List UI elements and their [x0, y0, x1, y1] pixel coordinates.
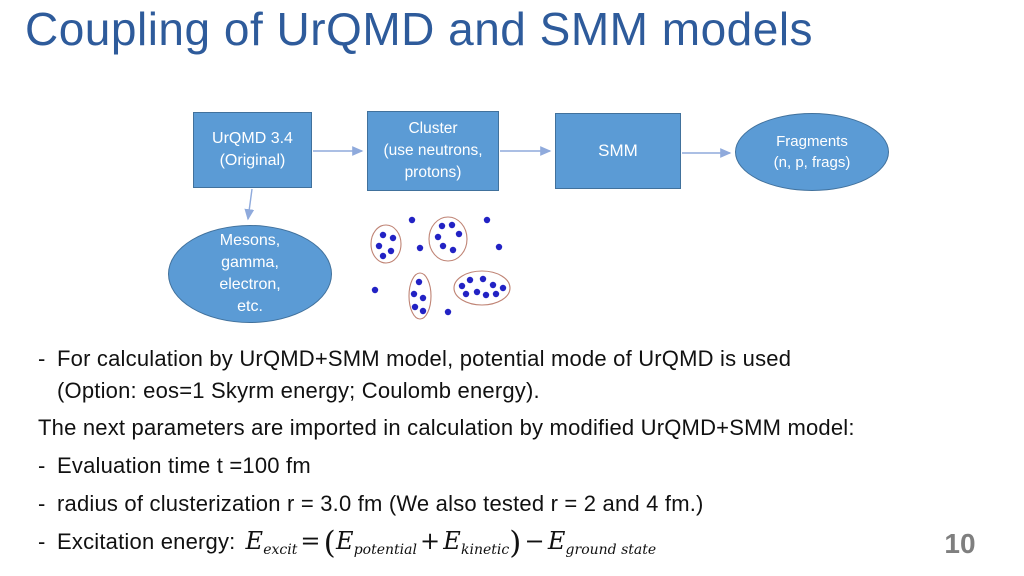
formula-sub-kinetic: kinetic: [460, 542, 510, 558]
page-number: 10: [944, 528, 976, 559]
flow-box-urqmd-label: UrQMD 3.4 (Original): [212, 130, 293, 169]
flow-ellipse-fragments-label: Fragments (n, p, frags): [773, 133, 851, 171]
flow-box-cluster-label: Cluster (use neutrons, protons): [383, 120, 483, 181]
formula-E-potential: E: [335, 527, 354, 555]
formula-sub-potential: potential: [353, 542, 417, 558]
arrow-urqmd-to-mesons: [244, 188, 255, 221]
flow-box-smm-label: SMM: [598, 141, 638, 160]
formula-open-paren: (: [323, 525, 336, 561]
bullet-evaluation-time-text: Evaluation time t =100 fm: [57, 453, 311, 478]
bullet-evaluation-time: -Evaluation time t =100 fm: [38, 452, 311, 480]
formula-sub-excit: excit: [263, 542, 298, 558]
formula-minus: −: [524, 527, 545, 555]
formula-close-paren: ): [509, 525, 522, 561]
flow-ellipse-mesons: Mesons, gamma, electron, etc.: [168, 225, 332, 323]
bullet-option-text: (Option: eos=1 Skyrm energy; Coulomb ene…: [57, 378, 540, 403]
bullet-dash: -: [38, 346, 46, 371]
bullet-calculation-mode: -For calculation by UrQMD+SMM model, pot…: [38, 345, 791, 373]
slide-title: Coupling of UrQMD and SMM models: [25, 3, 814, 55]
flow-ellipse-fragments: Fragments (n, p, frags): [735, 113, 889, 191]
excitation-energy-formula: Eexcit=(Epotential+Ekinetic)−Eground sta…: [245, 527, 657, 559]
formula-equals: =: [300, 527, 321, 555]
formula-E-ground-state: E: [547, 527, 566, 555]
formula-sub-ground-state: ground state: [565, 542, 657, 558]
cluster-outline-ellipses: [370, 216, 511, 320]
bullet-calculation-mode-continued: (Option: eos=1 Skyrm energy; Coulomb ene…: [57, 377, 540, 405]
formula-E-kinetic: E: [443, 527, 461, 555]
paragraph-next-parameters: The next parameters are imported in calc…: [38, 414, 855, 442]
nucleon-dots: [371, 216, 507, 316]
bullet-excitation-energy-label: Excitation energy:: [57, 529, 236, 554]
bullet-clusterization-radius-text: radius of clusterization r = 3.0 fm (We …: [57, 491, 704, 516]
bullet-dash: -: [38, 453, 46, 478]
flow-box-urqmd: UrQMD 3.4 (Original): [193, 112, 312, 188]
flow-box-cluster: Cluster (use neutrons, protons): [367, 111, 499, 191]
bullet-clusterization-radius: -radius of clusterization r = 3.0 fm (We…: [38, 490, 704, 518]
bullet-calculation-mode-text: For calculation by UrQMD+SMM model, pote…: [57, 346, 792, 371]
bullet-dash: -: [38, 529, 46, 554]
flow-box-smm: SMM: [555, 113, 681, 189]
formula-plus: +: [419, 527, 441, 555]
paragraph-next-parameters-text: The next parameters are imported in calc…: [38, 415, 855, 440]
bullet-dash: -: [38, 491, 46, 516]
bullet-excitation-energy: -Excitation energy:Eexcit=(Epotential+Ek…: [38, 527, 656, 564]
formula-E-excit: E: [245, 527, 264, 555]
flow-ellipse-mesons-label: Mesons, gamma, electron, etc.: [219, 232, 281, 315]
